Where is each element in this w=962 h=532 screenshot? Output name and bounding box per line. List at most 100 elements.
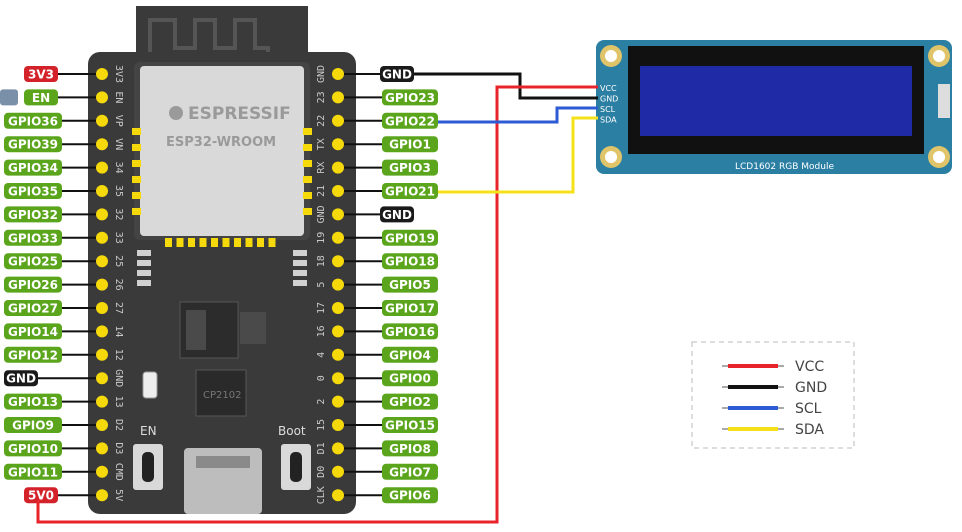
legend-item-vcc: VCC — [722, 359, 824, 375]
pin-label: GPIO25 — [8, 255, 58, 269]
pin-label: GPIO22 — [385, 114, 435, 128]
en-button-label: EN — [140, 424, 157, 438]
en-button[interactable]: EN — [133, 424, 163, 490]
wire-vcc — [36, 85, 598, 524]
wire-scl — [438, 106, 598, 124]
header-pin — [332, 161, 344, 174]
pin-number: D2 — [113, 419, 124, 431]
pin-label: GPIO17 — [385, 302, 435, 316]
header-pin — [96, 255, 108, 268]
espressif-logo-icon — [169, 106, 183, 120]
header-pin — [96, 138, 108, 151]
wires — [36, 72, 598, 524]
pin-number: 0 — [316, 375, 327, 381]
left-pin-5: GPIO35 35 — [4, 183, 124, 199]
pin-label-tag — [4, 253, 62, 270]
pin-label: GPIO3 — [389, 161, 431, 175]
pin-number: 33 — [113, 232, 124, 244]
pin-label-tag — [4, 276, 62, 293]
legend-label: SDA — [795, 422, 824, 438]
header-pin — [96, 114, 108, 127]
legend-label: VCC — [795, 359, 824, 375]
pin-number: VP — [113, 115, 124, 127]
legend-item-gnd: GND — [722, 380, 827, 396]
pin-label: GPIO18 — [385, 255, 435, 269]
led — [142, 371, 158, 399]
pin-label: GPIO35 — [8, 185, 58, 199]
pin-label-tag — [382, 276, 438, 293]
pin-label: EN — [32, 91, 50, 105]
pin-number: 26 — [113, 279, 124, 291]
pin-number: 2 — [316, 399, 327, 405]
pin-number: 14 — [113, 325, 124, 337]
header-pin — [332, 185, 344, 197]
pin-label: GPIO7 — [389, 465, 431, 479]
header-pin — [96, 348, 108, 361]
header-pin — [332, 208, 344, 221]
pin-label: GPIO16 — [385, 325, 435, 339]
pin-number: 13 — [113, 396, 124, 408]
pin-label: GND — [382, 68, 412, 82]
pin-number: 15 — [316, 419, 327, 431]
pin-number: VN — [113, 138, 124, 150]
pin-label-tag — [380, 66, 414, 82]
pin-label-tag — [382, 112, 438, 129]
pin-label: GPIO8 — [389, 442, 431, 456]
pin-number: GND — [113, 369, 124, 387]
header-pin — [96, 208, 108, 221]
pin-label: GPIO27 — [8, 302, 58, 316]
pin-label: GPIO5 — [389, 278, 431, 292]
pin-label-tag — [382, 300, 438, 316]
pin-number: D1 — [316, 442, 327, 454]
lcd-caption: LCD1602 RGB Module — [735, 162, 834, 172]
regulator — [179, 301, 266, 359]
usb-chip-label: CP2102 — [203, 390, 241, 401]
header-pin — [332, 231, 344, 244]
pin-label: GPIO15 — [385, 419, 435, 433]
pin-label-tag — [382, 393, 438, 410]
header-pin — [332, 302, 344, 314]
pin-number: 3V3 — [113, 65, 124, 83]
pin-number: 5 — [316, 282, 327, 288]
header-pin — [332, 395, 344, 408]
pin-number: 35 — [113, 185, 124, 197]
boot-button[interactable]: Boot — [278, 424, 311, 490]
pin-label-tag — [4, 370, 38, 387]
header-pin — [332, 442, 344, 455]
pin-label-tag — [4, 417, 62, 433]
header-pin — [96, 442, 108, 455]
pin-number: D0 — [316, 466, 327, 478]
header-pin — [332, 68, 344, 80]
pin-label: GPIO1 — [389, 138, 431, 152]
pin-label: GND — [382, 208, 412, 222]
lcd-pin-vcc: VCC — [600, 84, 617, 93]
pin-number: CMD — [113, 463, 124, 481]
pin-label-tag — [4, 463, 62, 480]
pin-number: TX — [316, 138, 327, 150]
pin-number: 23 — [316, 91, 327, 103]
header-pin — [96, 489, 108, 502]
legend-label: SCL — [795, 401, 822, 417]
pin-label-tag — [382, 229, 438, 246]
pin-number: 21 — [316, 185, 327, 197]
header-pin — [96, 68, 108, 80]
header-pin — [96, 372, 108, 385]
usb-connector — [184, 448, 262, 514]
header-pin — [96, 419, 108, 431]
usb-uart-chip: CP2102 — [195, 369, 247, 417]
pin-label-tag — [382, 323, 438, 340]
